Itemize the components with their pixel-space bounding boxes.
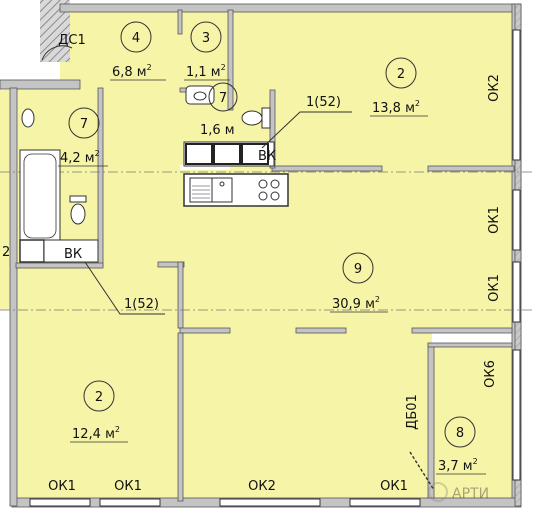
- label-riser-lower: 1(52): [124, 297, 159, 312]
- label-riser-upper: 1(52): [306, 95, 341, 110]
- door-swing-dc1: [41, 45, 73, 61]
- room-3-area: 1,1 м2: [186, 63, 226, 80]
- wall-living-bottom-b: [295, 327, 347, 334]
- stove-icon: [183, 173, 289, 207]
- wall-hall-living: [157, 261, 185, 268]
- room-4-number: 4: [132, 31, 140, 46]
- window-ok1-mid-b: [512, 261, 521, 323]
- room-4-area: 6,8 м2: [112, 63, 152, 80]
- bathtub-icon: [19, 149, 61, 243]
- wall-left: [9, 87, 18, 507]
- room-4-fill: [60, 10, 180, 90]
- wall-living-bottom-c: [411, 327, 513, 334]
- room-numbers: 4 3 2 7 7 9 2 8: [80, 31, 464, 441]
- room-7b-area: 1,6 м: [200, 123, 235, 138]
- room-9-area: 30,9 м2: [332, 295, 380, 312]
- label-ok1-mid-b: ОК1: [487, 274, 502, 302]
- wall-bath-right: [269, 89, 276, 169]
- room-3-number: 3: [202, 31, 210, 46]
- label-ok1-bottom-c: ОК1: [380, 479, 408, 494]
- loggia-door-line: [409, 451, 435, 491]
- washer-icon: [19, 239, 99, 263]
- label-ok2-top: ОК2: [487, 74, 502, 102]
- window-ok6: [512, 349, 521, 481]
- window-ok2-top: [512, 29, 521, 161]
- window-bottom-b: [99, 498, 161, 507]
- label-ok1-mid-a: ОК1: [487, 206, 502, 234]
- room-8-area: 3,7 м2: [438, 457, 478, 474]
- wall-loggia: [427, 344, 435, 499]
- wall-loggia-top: [427, 342, 513, 348]
- label-ok1-bottom-b: ОК1: [114, 479, 142, 494]
- watermark-text: АРТИ: [452, 486, 489, 502]
- label-dc1: ДС1: [58, 33, 86, 48]
- wall-bath-left-right: [97, 87, 104, 267]
- sink-room3-icon: [185, 85, 215, 105]
- room-2b-area: 12,4 м2: [72, 425, 120, 442]
- window-bottom-d: [349, 498, 421, 507]
- room-8-fill: [432, 345, 512, 498]
- wall-living-bottom-a: [179, 327, 231, 334]
- room-areas: 6,8 м2 1,1 м2 13,8 м2 4,2 м2 1,6 м 30,9 …: [58, 63, 486, 475]
- room-3-fill: [180, 10, 230, 90]
- toilet-small-icon: [241, 107, 271, 129]
- watermark: АРТИ: [428, 482, 489, 502]
- room-bottom-center-fill: [180, 330, 432, 498]
- room-8-number: 8: [456, 426, 464, 441]
- windows: [29, 29, 521, 507]
- room-2a-area: 13,8 м2: [372, 99, 420, 116]
- room-2-bottom-fill: [16, 268, 180, 498]
- wall-3-2: [227, 9, 234, 111]
- wall-left-upper: [0, 79, 81, 90]
- wall-top: [59, 3, 516, 13]
- room-markers: [68, 21, 476, 448]
- wall-bottom-divider: [177, 332, 184, 502]
- wall-right-hatch: [514, 3, 522, 507]
- room-9-number: 9: [354, 262, 362, 277]
- window-ok1-mid-a: [512, 189, 521, 251]
- label-ok6: ОК6: [483, 360, 498, 388]
- window-bottom-a: [29, 498, 91, 507]
- left-strip-fill: [0, 90, 12, 310]
- room-7a-number: 7: [80, 117, 88, 132]
- room-7b-number: 7: [219, 91, 227, 106]
- room-7a-area: 4,2 м2: [60, 149, 100, 166]
- label-vk-left: ВК: [64, 247, 82, 262]
- wall-4-3: [177, 9, 183, 35]
- room-2-top-fill: [230, 10, 512, 170]
- toilet-icon: [69, 195, 87, 225]
- wall-2top-bottom-b: [427, 165, 515, 172]
- wall-hall-v: [177, 261, 184, 329]
- room-2b-number: 2: [95, 390, 103, 405]
- sink-icon: [21, 108, 35, 128]
- label-vk-upper: ВК: [258, 149, 276, 164]
- room-2a-number: 2: [397, 67, 405, 82]
- window-bottom-c: [219, 498, 321, 507]
- label-ok1-bottom-a: ОК1: [48, 479, 76, 494]
- kitchen-washer-icon: [183, 141, 275, 167]
- plan-labels: ДС1 ВК ВК 1(52) 1(52) ДБ01 ОК2 ОК1 ОК1 О…: [2, 33, 502, 494]
- axis-lines: [0, 171, 535, 311]
- wall-2top-bottom-a: [271, 165, 383, 172]
- label-ok2-bottom: ОК2: [248, 479, 276, 494]
- label-edge-left: 2: [2, 245, 10, 260]
- wall-bath-left-bottom: [15, 262, 104, 269]
- label-db01: ДБ01: [405, 394, 420, 430]
- leader-lines: [84, 111, 352, 315]
